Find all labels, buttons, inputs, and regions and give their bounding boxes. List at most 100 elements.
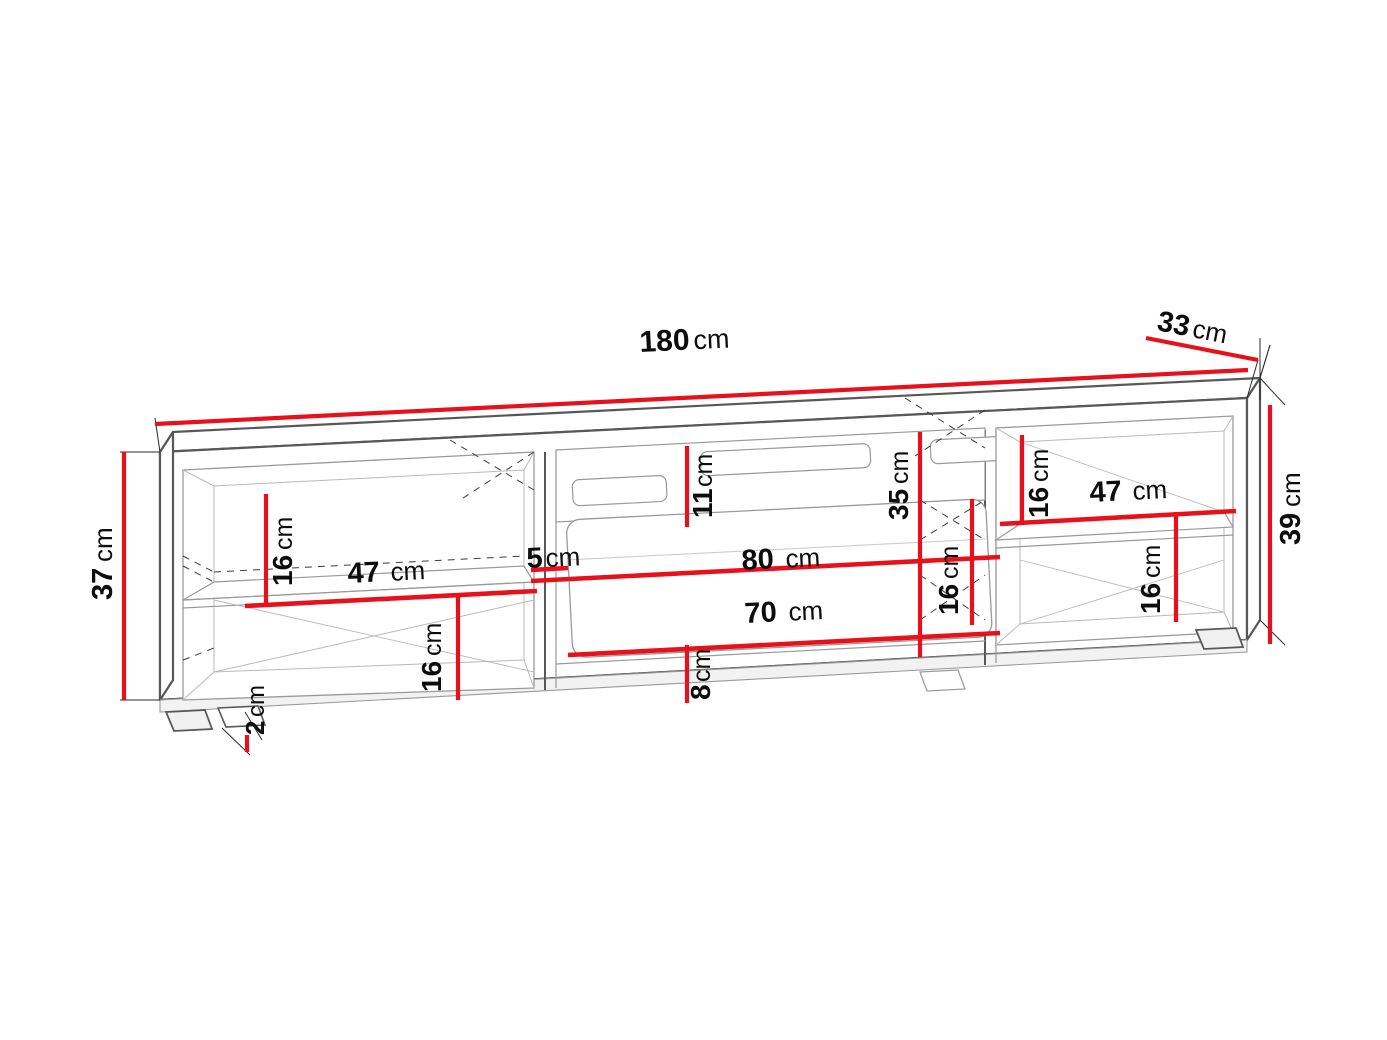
label-mid-16: 16 cm bbox=[933, 546, 964, 615]
label-left-lower-16-value: 16 bbox=[416, 661, 447, 692]
label-height-back-unit: cm bbox=[1276, 472, 1306, 507]
label-left-47: 47 cm bbox=[347, 555, 426, 590]
foot-right bbox=[1194, 627, 1245, 650]
label-right-upper-16: 16 cm bbox=[1023, 449, 1054, 518]
left-corner-line-br bbox=[523, 659, 535, 689]
label-foot-height-unit: cm bbox=[243, 685, 270, 717]
left-shelf-front-edge-lower bbox=[182, 581, 535, 601]
label-mid-35-value: 35 bbox=[883, 489, 914, 520]
cabinet-right-end-panel bbox=[1245, 376, 1262, 642]
label-overall-width-value: 180 bbox=[639, 324, 691, 359]
middle-lower-drawer-front bbox=[566, 498, 993, 658]
left-compartment bbox=[182, 439, 536, 701]
label-left-47-unit: cm bbox=[390, 555, 426, 587]
label-mid-5: 5 cm bbox=[526, 541, 581, 575]
left-hidden-line-2 bbox=[182, 565, 215, 583]
middle-section bbox=[544, 397, 1042, 690]
label-right-lower-16-value: 16 bbox=[1135, 583, 1166, 614]
label-mid-5-unit: cm bbox=[545, 541, 581, 573]
left-corner-line-tl bbox=[182, 469, 215, 487]
left-lower-diagonal-b bbox=[213, 599, 535, 673]
label-mid-80-unit: cm bbox=[785, 542, 821, 574]
ext-foot-b bbox=[244, 711, 263, 741]
label-right-upper-16-value: 16 bbox=[1023, 487, 1054, 518]
dimline-right-47 bbox=[999, 508, 1237, 527]
left-hidden-line-1 bbox=[182, 555, 215, 573]
middle-hidden-line-1 bbox=[904, 397, 986, 449]
label-right-upper-16-unit: cm bbox=[1026, 449, 1054, 482]
label-overall-width: 180 cm bbox=[639, 323, 731, 359]
foot-left bbox=[164, 709, 214, 732]
label-right-lower-16: 16 cm bbox=[1135, 545, 1166, 614]
foot-mid-right bbox=[919, 669, 966, 692]
middle-handle-slot-long bbox=[699, 443, 872, 477]
right-lower-diagonal-b bbox=[1019, 559, 1225, 613]
label-overall-depth: 33 cm bbox=[1155, 305, 1230, 349]
label-left-lower-16: 16 cm bbox=[416, 623, 447, 692]
label-mid-35: 35 cm bbox=[883, 451, 914, 520]
dimline-mid-70 bbox=[567, 630, 1001, 658]
label-left-upper-16-unit: cm bbox=[270, 517, 298, 550]
label-height-back-value: 39 bbox=[1275, 513, 1307, 545]
right-corner-line-tr bbox=[1223, 415, 1234, 432]
label-overall-depth-value: 33 bbox=[1155, 305, 1193, 343]
ext-depth-front bbox=[1246, 359, 1259, 399]
label-height-back: 39 cm bbox=[1275, 472, 1307, 545]
label-left-upper-16-value: 16 bbox=[267, 555, 298, 586]
middle-drawer-seam bbox=[565, 538, 987, 561]
label-mid-8-unit: cm bbox=[688, 649, 716, 682]
dimension-lines bbox=[121, 335, 1273, 752]
label-foot-height-value: 2 bbox=[240, 721, 270, 735]
right-upper-diagonal-a bbox=[1019, 441, 1225, 513]
label-mid-35-unit: cm bbox=[886, 451, 914, 484]
label-mid-5-value: 5 bbox=[526, 542, 544, 575]
label-right-47-unit: cm bbox=[1132, 474, 1168, 506]
right-lower-diagonal-a bbox=[1019, 559, 1225, 625]
label-mid-8: 8 cm bbox=[685, 649, 716, 700]
cabinet-left-end-panel bbox=[158, 430, 175, 702]
label-right-47-value: 47 bbox=[1089, 475, 1123, 509]
label-left-lower-16-unit: cm bbox=[419, 623, 447, 656]
cabinet-bottom-plinth bbox=[159, 639, 1248, 713]
middle-bottom-band-line bbox=[555, 640, 986, 665]
left-hidden-line-4 bbox=[182, 647, 215, 661]
label-mid-70-value: 70 bbox=[744, 596, 778, 630]
left-corner-line-bl bbox=[182, 671, 215, 701]
label-overall-depth-unit: cm bbox=[1190, 313, 1230, 349]
label-height-front-unit: cm bbox=[88, 527, 118, 562]
label-mid-11-unit: cm bbox=[690, 454, 718, 487]
ext-depth-back bbox=[1259, 344, 1271, 379]
left-hidden-line-6 bbox=[459, 451, 535, 501]
right-shelf-front-edge bbox=[995, 534, 1234, 549]
label-mid-70: 70 cm bbox=[744, 595, 824, 630]
middle-hidden-line-2 bbox=[914, 409, 986, 457]
label-right-lower-16-unit: cm bbox=[1138, 545, 1166, 578]
left-hidden-line-5 bbox=[449, 439, 535, 491]
right-compartment bbox=[993, 415, 1235, 646]
dimline-overall-depth bbox=[1145, 335, 1259, 363]
label-left-upper-16: 16 cm bbox=[267, 517, 298, 586]
dimline-overall-width bbox=[154, 367, 1249, 427]
label-mid-80-value: 80 bbox=[741, 543, 775, 577]
left-corner-line-tr bbox=[523, 451, 535, 471]
label-mid-80: 80 cm bbox=[741, 542, 821, 577]
label-mid-11-value: 11 bbox=[687, 488, 718, 518]
cabinet-feet bbox=[164, 627, 1245, 732]
dimline-left-47 bbox=[244, 588, 538, 609]
label-left-47-value: 47 bbox=[347, 556, 381, 590]
middle-hidden-line-6 bbox=[919, 574, 986, 621]
label-mid-16-unit: cm bbox=[936, 546, 964, 579]
right-corner-line-bl bbox=[995, 623, 1021, 646]
label-foot-height: 2 cm bbox=[240, 685, 270, 735]
label-overall-width-unit: cm bbox=[693, 323, 730, 355]
label-mid-8-value: 8 bbox=[685, 684, 716, 700]
middle-handle-slot-small bbox=[571, 474, 668, 507]
right-corner-line-tl bbox=[995, 427, 1021, 443]
label-height-front-value: 37 bbox=[87, 568, 119, 600]
dimension-labels: 180 cm 33 cm 37 cm 39 cm 2 cm bbox=[87, 305, 1307, 735]
ext-height-right-top bbox=[1259, 377, 1286, 406]
label-mid-16-value: 16 bbox=[933, 584, 964, 615]
label-right-47: 47 cm bbox=[1089, 474, 1168, 509]
